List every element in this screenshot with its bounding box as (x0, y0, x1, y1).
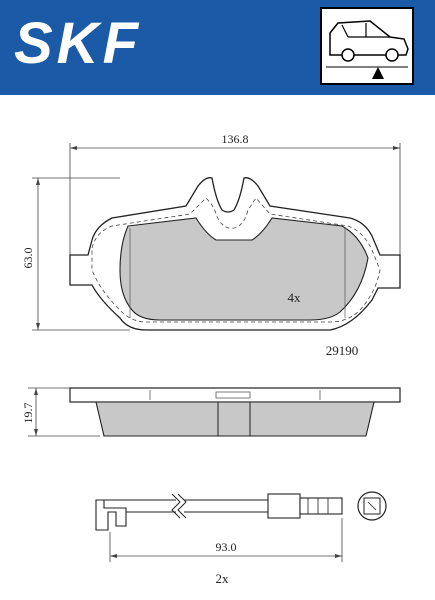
technical-drawing: 136.8 63.0 4x 29190 19.7 (21, 132, 401, 586)
header-bar: SKF (0, 0, 435, 95)
wear-sensor: 93.0 2x (95, 491, 387, 586)
plate-inner-dashed (91, 197, 381, 323)
rear-axle-car-icon (320, 7, 414, 85)
sensor-quantity-label: 2x (216, 571, 230, 586)
wire-break-left (171, 493, 181, 519)
brake-pad-side-view: 19.7 (21, 387, 401, 437)
part-number-label: 29190 (326, 343, 359, 358)
brand-logo: SKF (14, 11, 142, 76)
sensor-clip (95, 499, 127, 531)
friction-material (119, 217, 369, 321)
thickness-dimension-label: 19.7 (21, 403, 35, 424)
length-dimension-label: 93.0 (216, 540, 237, 554)
height-dimension-label: 63.0 (21, 248, 35, 269)
pad-quantity-label: 4x (288, 290, 302, 305)
wire-break-right (177, 493, 187, 519)
brake-pad-top-view: 136.8 63.0 4x 29190 (21, 132, 401, 358)
width-dimension-label: 136.8 (222, 132, 249, 146)
sensor-plug (299, 497, 343, 515)
side-friction-block (95, 401, 375, 437)
sensor-connector (267, 493, 301, 519)
